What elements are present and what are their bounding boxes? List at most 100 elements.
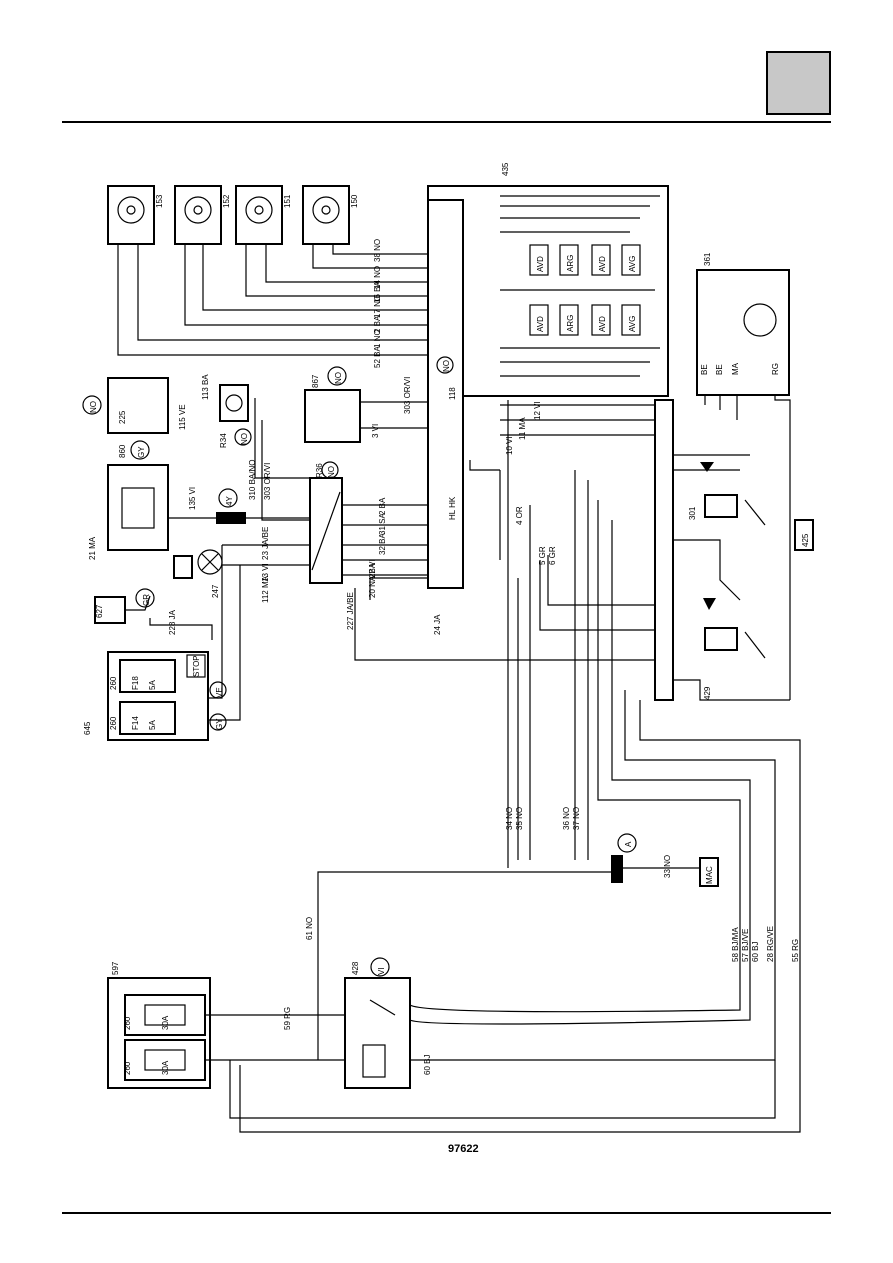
relay-label: AVD	[598, 256, 607, 272]
svg-text:4Y: 4Y	[225, 496, 234, 506]
relay-label: ARG	[566, 315, 575, 332]
svg-text:151: 151	[283, 194, 292, 208]
wire-label: 60 BJ	[423, 1055, 432, 1075]
svg-text:VI: VI	[377, 967, 386, 975]
relay-label: ARG	[566, 255, 575, 272]
svg-text:R36: R36	[315, 463, 324, 478]
ground-MAC	[699, 857, 719, 887]
wire-label: 135 VI	[188, 487, 197, 510]
wire-label: 57 BJ/VE	[741, 929, 750, 962]
wire-label: 303 OR/VI	[403, 377, 412, 414]
svg-text:NO: NO	[89, 401, 98, 413]
wire-label: RG	[771, 363, 780, 375]
wire-label: 36 NO	[562, 807, 571, 830]
svg-text:HL HK: HL HK	[448, 496, 457, 520]
fuse-label: F14	[131, 716, 140, 730]
figure-number: 97622	[448, 1143, 479, 1155]
wire-label: 12 VI	[533, 401, 542, 420]
svg-text:118: 118	[448, 387, 457, 400]
component-R34	[219, 384, 249, 422]
wire-label: 2 BA	[378, 497, 387, 515]
wire-label: BE	[700, 364, 709, 375]
connector-A	[611, 855, 623, 883]
fuse-label: 30A	[161, 1060, 170, 1075]
wire-label: 61 NO	[305, 917, 314, 940]
svg-text:867: 867	[311, 374, 320, 388]
svg-text:260: 260	[123, 1061, 132, 1075]
svg-text:152: 152	[222, 194, 231, 208]
wire-label: 28 RG/VE	[766, 926, 775, 962]
svg-text:NO: NO	[442, 360, 451, 372]
wire-label: 21 MA	[88, 536, 97, 560]
relay-429	[344, 977, 411, 1089]
component-627	[94, 596, 126, 624]
component-247: 247	[173, 549, 223, 598]
component-867	[304, 389, 361, 443]
wire-label: 227 JA/BE	[346, 592, 355, 630]
svg-text:NO: NO	[334, 372, 343, 384]
component-225	[107, 377, 169, 434]
wire-label: 52 BA	[373, 346, 382, 368]
svg-text:428: 428	[351, 961, 360, 975]
wire-label: 60 BJ	[751, 942, 760, 962]
svg-text:GY: GY	[215, 718, 224, 730]
wire-label: 303 OR/VI	[263, 463, 272, 500]
control-unit-118	[427, 199, 464, 589]
wire-label: 59 RG	[283, 1007, 292, 1030]
svg-text:VE: VE	[215, 687, 224, 698]
fuse-label: 30A	[161, 1015, 170, 1030]
svg-text:NO: NO	[240, 433, 249, 445]
wire-label: 3 VI	[371, 424, 380, 438]
relay-label: AVG	[628, 256, 637, 272]
mirror-motors: 153 152 151 150	[107, 185, 359, 245]
svg-text:MAC: MAC	[705, 866, 714, 884]
fuse-label: 5A	[148, 720, 157, 730]
wire-label: 11 MA	[518, 417, 527, 440]
relay-label: AVD	[536, 316, 545, 332]
wire-label: 115 VE	[178, 404, 187, 430]
svg-text:STOP: STOP	[192, 655, 201, 677]
wire-label: 34 NO	[505, 807, 514, 830]
relay-label: AVD	[536, 256, 545, 272]
svg-text:597: 597	[111, 961, 120, 975]
wire-label: 24 JA	[433, 614, 442, 635]
wire-label: 32 BA	[378, 533, 387, 555]
wire-label: 6 GR	[548, 546, 557, 565]
wire-label: 310 BA/NO	[248, 460, 257, 500]
wire-label: 16 BA	[373, 281, 382, 303]
svg-text:429: 429	[703, 686, 712, 700]
wire-label: 31 SA	[378, 513, 387, 535]
relay-301	[704, 494, 738, 518]
motor-361	[696, 269, 790, 396]
wire-label: 113 BA	[201, 374, 210, 400]
relay-bank: AVD ARG AVD AVG AVD ARG AVD AVG	[529, 244, 641, 336]
svg-text:301: 301	[688, 506, 697, 520]
svg-text:150: 150	[350, 194, 359, 208]
relay-428	[704, 627, 738, 651]
wire-label: 2 BA	[373, 315, 382, 333]
wire-label: 37 NO	[572, 807, 581, 830]
svg-text:225: 225	[118, 410, 127, 424]
wire-label: 228 JA	[168, 609, 177, 635]
svg-text:A: A	[624, 841, 633, 847]
wire-label: 35 NO	[515, 807, 524, 830]
svg-text:NO: NO	[327, 466, 336, 478]
svg-text:860: 860	[118, 444, 127, 458]
wire-label: 1 NO	[373, 329, 382, 348]
wire-label: 14 NO	[373, 266, 382, 289]
wire-label: 20 NA/BA	[368, 562, 377, 598]
wire-label: 5 GR	[538, 546, 547, 565]
label-435: 435	[501, 162, 510, 176]
fuse-label: F18	[131, 676, 140, 690]
wire-label: BE	[715, 364, 724, 375]
wire-label: 38 NO	[373, 239, 382, 262]
svg-text:R34: R34	[219, 433, 228, 448]
svg-text:361: 361	[703, 252, 712, 266]
connector-strip	[654, 399, 674, 701]
header-tab	[766, 51, 831, 115]
svg-text:GR: GR	[142, 594, 151, 606]
wire-label: 10 VI	[505, 436, 514, 455]
wire-label: 4 OR	[515, 506, 524, 525]
wire-label: 55 RG	[791, 939, 800, 962]
